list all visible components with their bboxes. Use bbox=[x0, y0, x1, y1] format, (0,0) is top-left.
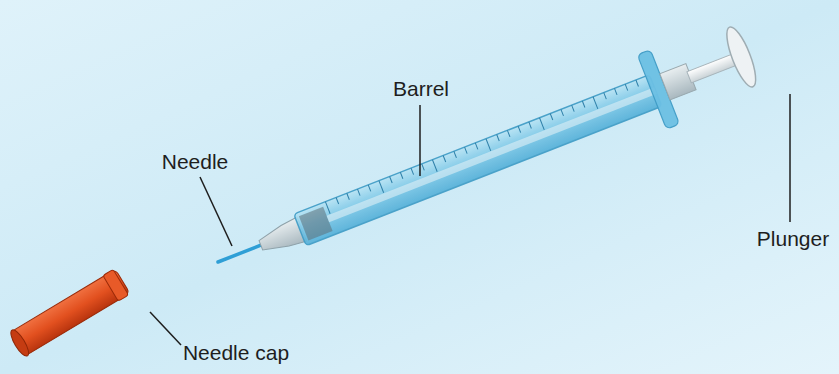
scale-tick bbox=[572, 105, 575, 112]
needle-cap bbox=[8, 268, 131, 358]
scale-tick bbox=[625, 84, 628, 91]
leader-lines bbox=[150, 94, 790, 345]
scale-tick bbox=[422, 164, 425, 171]
scale-tick bbox=[475, 143, 478, 150]
scale-tick bbox=[400, 172, 403, 179]
leader-line bbox=[789, 94, 791, 222]
part-label: Needle cap bbox=[183, 342, 289, 363]
scale-tick bbox=[561, 109, 564, 116]
scale-tick bbox=[507, 130, 510, 137]
leader-line bbox=[419, 105, 421, 176]
plunger-thumb bbox=[721, 24, 761, 90]
cap-body bbox=[11, 269, 130, 356]
scale-tick bbox=[540, 118, 545, 130]
scale-tick bbox=[379, 181, 384, 193]
scale-tick bbox=[593, 97, 598, 109]
part-label: Needle bbox=[162, 151, 229, 172]
needle bbox=[218, 244, 263, 262]
scale-tick bbox=[347, 193, 350, 200]
scale-tick bbox=[486, 139, 491, 151]
plunger-stopper bbox=[299, 207, 333, 241]
syringe bbox=[203, 16, 764, 299]
scale-tick bbox=[336, 197, 339, 204]
part-label: Plunger bbox=[757, 228, 829, 249]
cap-rim bbox=[103, 269, 129, 301]
part-label: Barrel bbox=[393, 78, 449, 99]
scale-tick bbox=[432, 160, 437, 172]
scale-tick bbox=[465, 147, 468, 154]
plunger-shaft bbox=[328, 91, 656, 219]
scale-tick bbox=[604, 93, 607, 100]
scale-tick bbox=[636, 80, 639, 87]
scale-tick bbox=[529, 122, 532, 129]
scale-tick bbox=[454, 151, 457, 158]
cap-end bbox=[8, 328, 32, 359]
scale-tick bbox=[614, 88, 617, 95]
scale-tick bbox=[518, 126, 521, 133]
scale-tick bbox=[368, 185, 371, 192]
leader-line bbox=[200, 177, 232, 246]
barrel bbox=[294, 75, 662, 246]
scale-tick bbox=[390, 176, 393, 183]
leader-line bbox=[150, 312, 181, 345]
scale-tick bbox=[497, 135, 500, 142]
scale-tick bbox=[443, 156, 446, 163]
scale-tick bbox=[411, 168, 414, 175]
scale-tick bbox=[550, 114, 553, 121]
scale-tick bbox=[358, 189, 361, 196]
scale-tick bbox=[325, 202, 330, 214]
scale-tick bbox=[582, 101, 585, 108]
